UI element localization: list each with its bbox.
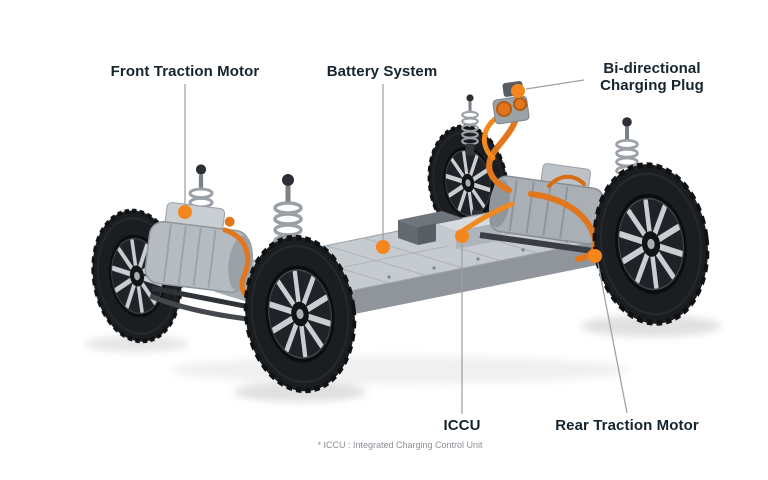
front-traction-motor [144,202,261,305]
battery-dot [376,240,390,254]
label-front-traction-motor: Front Traction Motor [110,63,260,80]
callout-lines [184,79,628,414]
charging-plug-dot [511,84,525,98]
label-iccu: ICCU [443,417,481,434]
callout-dots [178,84,602,263]
rear-motor-dot [588,249,602,263]
near-rear-wheel [585,158,717,331]
label-bi-directional-charging-plug: Bi-directional Charging Plug [600,60,704,94]
bi-directional-charging-plug [492,81,530,125]
charging-plug-leader-line [525,79,585,90]
iccu-dot [455,229,469,243]
label-rear-traction-motor: Rear Traction Motor [555,417,699,434]
front-motor-dot [178,205,192,219]
label-battery-system: Battery System [326,63,438,80]
rear-motor-leader-line [597,262,628,414]
iccu-footnote: * ICCU : Integrated Charging Control Uni… [317,440,483,450]
